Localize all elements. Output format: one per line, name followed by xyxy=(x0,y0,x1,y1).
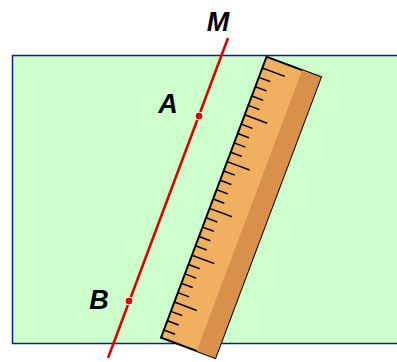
ruler-tick xyxy=(178,293,189,297)
ruler-ticks xyxy=(164,68,285,339)
ruler-tick xyxy=(245,115,267,123)
point-dot xyxy=(195,112,203,120)
ruler-tick xyxy=(213,199,224,203)
ruler-tick xyxy=(174,302,196,310)
ruler-edge xyxy=(197,70,321,358)
ruler-tick xyxy=(231,152,242,156)
ruler-tick xyxy=(252,96,263,100)
ruler-tick xyxy=(255,87,266,91)
ruler-tick xyxy=(227,162,249,170)
point-label: A xyxy=(158,91,178,118)
ruler-tick xyxy=(220,180,231,184)
ruler-tick xyxy=(171,311,182,315)
ruler-tick xyxy=(167,321,178,325)
ruler-tick xyxy=(195,246,206,250)
ruler-tick xyxy=(181,283,192,287)
ruler xyxy=(161,57,321,358)
ruler-tick xyxy=(206,218,217,222)
ruler-tick xyxy=(234,143,245,147)
ruler-tick xyxy=(164,330,175,334)
point-dot xyxy=(125,297,133,305)
point-label: B xyxy=(89,287,109,314)
ruler-tick xyxy=(188,265,199,269)
ruler-tick xyxy=(259,77,270,81)
ruler-body xyxy=(161,57,321,358)
ruler-tick xyxy=(224,171,235,175)
ruler-tick xyxy=(192,255,214,263)
point-label: M xyxy=(207,9,230,36)
ruler-tick xyxy=(210,208,232,216)
ruler-tick xyxy=(217,190,228,194)
ruler-tick xyxy=(199,236,210,240)
ruler-tick xyxy=(241,124,252,128)
ruler-tick xyxy=(203,227,214,231)
ruler-tick xyxy=(262,68,284,76)
ruler-tick xyxy=(238,133,249,137)
ruler-tick xyxy=(185,274,196,278)
ruler-tick xyxy=(248,105,259,109)
